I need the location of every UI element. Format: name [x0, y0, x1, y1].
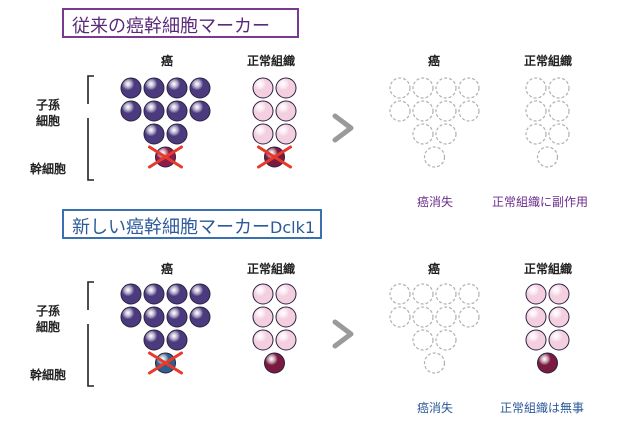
top-normal-cell [252, 100, 274, 122]
bottom-cancer-row2-cell [143, 306, 165, 328]
bottom-cancer-row3-cell [143, 329, 165, 351]
top-after-normal-cell [548, 123, 570, 145]
top-cancer-row2-cell [143, 100, 165, 122]
bottom-result-normal: 正常組織は無事 [500, 401, 585, 415]
top-bracket [87, 75, 94, 181]
top-after-cancer-row1-cell [435, 77, 457, 99]
bottom-cancer-row3-cell [166, 329, 188, 351]
bottom-normal-cell [252, 283, 274, 305]
top-normal-cell [275, 123, 297, 145]
top-after-cancer-row1-cell [458, 77, 480, 99]
bottom-after-cancer-row2-cell [412, 306, 434, 328]
top-after-normal-cell [525, 123, 547, 145]
bottom-progeny-label-2: 細胞 [36, 320, 61, 334]
top-cancer-row2-cell [166, 100, 188, 122]
top-cancer-row1-cell [189, 77, 211, 99]
top-cancer-row2-cell [120, 100, 142, 122]
top-after-cancer-row2-cell [412, 100, 434, 122]
conventional-marker-title: 従来の癌幹細胞マーカー [62, 8, 299, 38]
top-after-normal-cell [525, 100, 547, 122]
top-after-cancer-row2-cell [458, 100, 480, 122]
bottom-after-normal-cell [548, 306, 570, 328]
bottom-after-cancer-row1-cell [458, 283, 480, 305]
bottom-bracket [87, 281, 94, 387]
top-cancer-row3-cell [143, 123, 165, 145]
bottom-after-cancer-row2-cell [389, 306, 411, 328]
bottom-cancer-row1-cell [189, 283, 211, 305]
marker-name-dclk1: Dclk1 [270, 218, 316, 237]
bottom-after-normal-cell [525, 283, 547, 305]
top-cancer-row2-cell [189, 100, 211, 122]
bottom-after-cancer-label: 癌 [428, 262, 441, 276]
top-normal-stem-cross-b [257, 145, 292, 169]
bottom-normal-cell [275, 283, 297, 305]
bottom-normal-label: 正常組織 [247, 262, 296, 276]
bottom-after-cancer-row1-cell [435, 283, 457, 305]
bottom-after-normal-label: 正常組織 [524, 262, 573, 276]
bottom-after-cancer-row2-cell [458, 306, 480, 328]
top-after-cancer-stem [423, 146, 446, 168]
new-marker-title: 新しい癌幹細胞マーカーDclk1 [62, 209, 322, 239]
bottom-after-cancer-row2-cell [435, 306, 457, 328]
top-after-cancer-row2-cell [435, 100, 457, 122]
top-normal-cell [252, 77, 274, 99]
bottom-after-cancer-row3-cell [435, 329, 457, 351]
top-after-normal-stem [536, 146, 559, 168]
top-cancer-row1-cell [166, 77, 188, 99]
top-normal-cell [275, 100, 297, 122]
bottom-progeny-label-1: 子孫 [36, 304, 61, 318]
top-cancer-row1-cell [143, 77, 165, 99]
top-cancer-label: 癌 [161, 54, 174, 68]
bottom-after-normal-cell [548, 283, 570, 305]
top-after-cancer-row1-cell [389, 77, 411, 99]
bottom-normal-cell [275, 306, 297, 328]
top-cancer-row1-cell [120, 77, 142, 99]
bottom-arrow [332, 319, 354, 349]
bottom-cancer-row1-cell [166, 283, 188, 305]
bottom-after-normal-stem-cell [537, 352, 558, 374]
bottom-cancer-stem-cross-b [148, 351, 183, 375]
bottom-after-cancer-row1-cell [389, 283, 411, 305]
top-result-normal: 正常組織に副作用 [492, 195, 589, 209]
top-after-normal-cell [548, 100, 570, 122]
bottom-after-cancer-stem [423, 352, 446, 374]
bottom-cancer-row1-cell [120, 283, 142, 305]
top-cancer-stem-cross-b [148, 145, 183, 169]
top-progeny-label-1: 子孫 [36, 98, 61, 112]
bottom-cancer-label: 癌 [161, 262, 174, 276]
top-after-normal-cell [548, 77, 570, 99]
new-marker-title-text: 新しい癌幹細胞マーカー [72, 217, 270, 238]
top-normal-label: 正常組織 [247, 54, 296, 68]
top-stem-label: 幹細胞 [30, 162, 67, 176]
bottom-after-cancer-row1-cell [412, 283, 434, 305]
top-after-normal-cell [525, 77, 547, 99]
bottom-cancer-row2-cell [120, 306, 142, 328]
bottom-normal-cell [252, 329, 274, 351]
top-arrow [332, 113, 354, 143]
top-after-cancer-row3-cell [412, 123, 434, 145]
top-normal-cell [252, 123, 274, 145]
bottom-cancer-row2-cell [189, 306, 211, 328]
top-after-cancer-row3-cell [435, 123, 457, 145]
bottom-after-normal-cell [525, 329, 547, 351]
bottom-result-cancer: 癌消失 [417, 401, 454, 415]
bottom-stem-label: 幹細胞 [30, 368, 67, 382]
bottom-normal-stem-cell [264, 352, 285, 374]
bottom-normal-cell [252, 306, 274, 328]
bottom-normal-cell [275, 329, 297, 351]
top-progeny-label-2: 細胞 [36, 114, 61, 128]
top-after-normal-label: 正常組織 [524, 54, 573, 68]
top-result-cancer: 癌消失 [417, 195, 454, 209]
bottom-after-normal-cell [548, 329, 570, 351]
bottom-cancer-row1-cell [143, 283, 165, 305]
top-after-cancer-row2-cell [389, 100, 411, 122]
top-after-cancer-row1-cell [412, 77, 434, 99]
top-normal-cell [275, 77, 297, 99]
top-after-cancer-label: 癌 [428, 54, 441, 68]
bottom-after-normal-cell [525, 306, 547, 328]
bottom-after-cancer-row3-cell [412, 329, 434, 351]
bottom-cancer-row2-cell [166, 306, 188, 328]
top-cancer-row3-cell [166, 123, 188, 145]
